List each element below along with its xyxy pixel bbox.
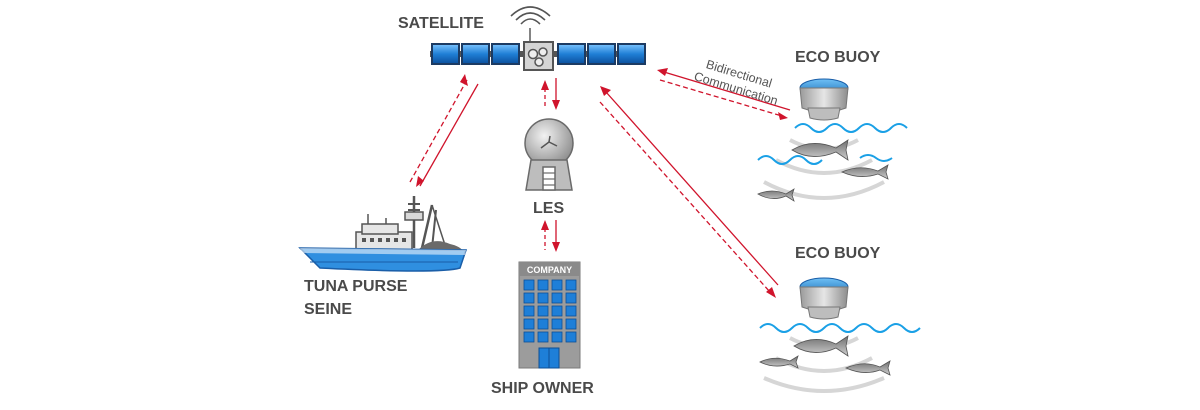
buoy-icon [799, 277, 849, 320]
company-sign-label: COMPANY [527, 265, 572, 275]
satellite-label: SATELLITE [398, 15, 484, 32]
vessel-label-line1: TUNA PURSE [304, 278, 408, 295]
building-window [565, 292, 577, 304]
les-label: LES [533, 200, 564, 217]
building-window [551, 318, 563, 330]
vessel-label-line2: SEINE [304, 301, 352, 318]
building-window [565, 318, 577, 330]
ground-station-icon [524, 118, 574, 191]
ship-icon [298, 196, 468, 272]
building-window [551, 292, 563, 304]
fish-icon [759, 335, 891, 376]
building-icon [518, 261, 581, 369]
building-window [537, 279, 549, 291]
eco-buoy-top-label: ECO BUOY [795, 49, 881, 66]
ship-owner-label: SHIP OWNER [491, 380, 594, 397]
building-window [523, 318, 535, 330]
building-window [565, 305, 577, 317]
building-window [551, 331, 563, 343]
eco-buoy-bottom-label: ECO BUOY [795, 245, 881, 262]
wave-icon [757, 123, 908, 165]
buoy-icon [799, 78, 849, 121]
fish-icon [757, 139, 889, 202]
building-window [551, 305, 563, 317]
building-window [523, 331, 535, 343]
building-window [523, 279, 535, 291]
wave-icon [759, 323, 921, 333]
antenna-icon [510, 6, 551, 42]
communication-arrows [409, 68, 791, 298]
building-window [537, 305, 549, 317]
building-window [565, 279, 577, 291]
building-window [537, 331, 549, 343]
satellite-icon [430, 6, 646, 71]
building-window [537, 318, 549, 330]
building-window [565, 331, 577, 343]
building-window [523, 292, 535, 304]
building-window [551, 279, 563, 291]
building-window [537, 292, 549, 304]
building-window [523, 305, 535, 317]
